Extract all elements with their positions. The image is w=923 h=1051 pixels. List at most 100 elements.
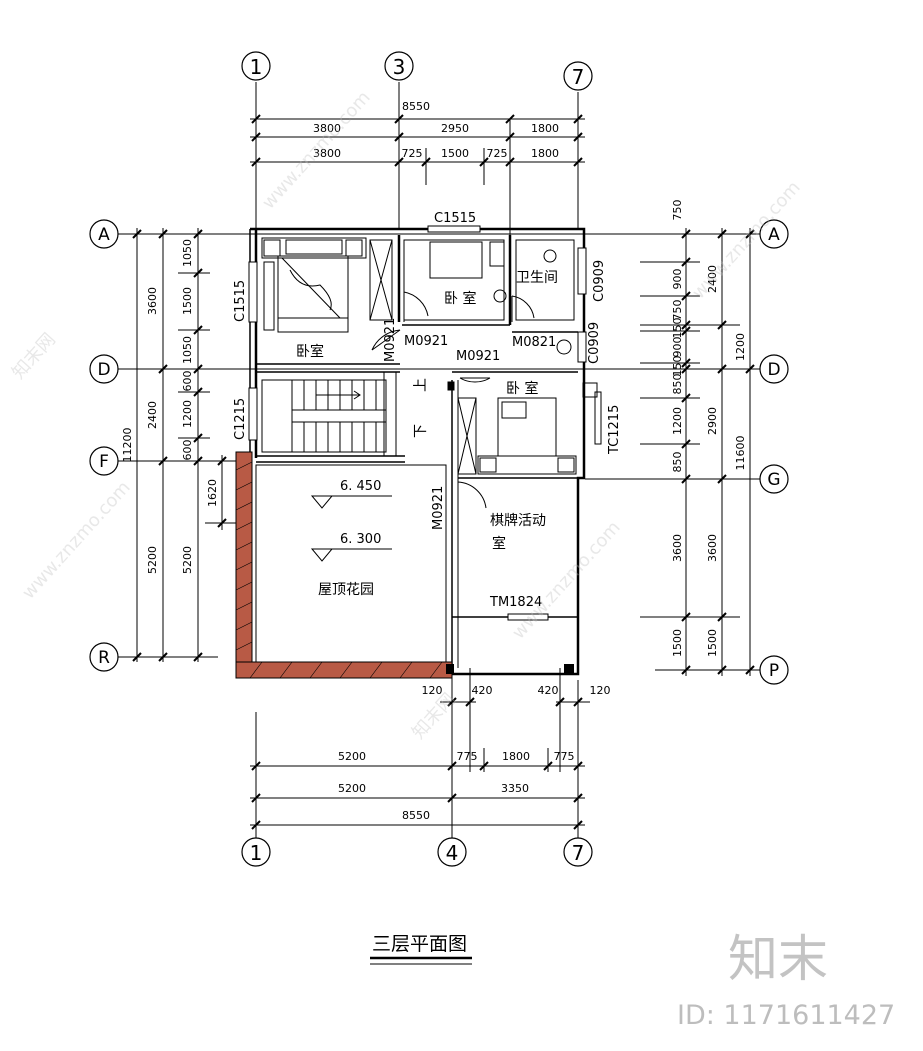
dim-left-outer: 11200 bbox=[121, 428, 134, 463]
room-bedroom-left: 卧室 bbox=[296, 343, 324, 360]
watermark-id: ID: 1171611427 bbox=[677, 1000, 895, 1031]
dim-right-mid-2: 2900 bbox=[706, 407, 719, 435]
watermark-site-2: www.znzmo.com bbox=[688, 177, 805, 303]
label-m0921-vertical-1: M0921 bbox=[383, 318, 398, 362]
axis-bubble-3-top bbox=[384, 51, 414, 81]
dim-bottom-total: 8550 bbox=[402, 809, 430, 822]
room-bathroom: 卫生间 bbox=[516, 270, 558, 286]
label-c1515-left: C1515 bbox=[233, 280, 248, 322]
label-m0921-vertical-2: M0921 bbox=[431, 486, 446, 530]
drawing-title: 三层平面图 bbox=[372, 933, 467, 955]
axis-bubble-7-top bbox=[563, 61, 593, 91]
axis-bubble-a-right bbox=[759, 219, 789, 249]
dim-right-inner-4: 900 bbox=[671, 337, 684, 358]
dim-left-inner-7: 5200 bbox=[181, 546, 194, 574]
label-c0909-a: C0909 bbox=[592, 260, 607, 302]
dim-bottom-r1-0: 5200 bbox=[338, 750, 366, 763]
dim-top-r2-0: 3800 bbox=[313, 147, 341, 160]
axis-label-bottom-4: 4 bbox=[446, 841, 459, 865]
axis-label-left-r: R bbox=[98, 648, 110, 668]
label-c0909-b: C0909 bbox=[587, 322, 602, 364]
dim-bottom-r1-1: 775 bbox=[457, 750, 478, 763]
axis-bubble-p-right bbox=[759, 655, 789, 685]
dim-bottom-r0-0: 120 bbox=[422, 684, 443, 697]
room-activity-line2: 室 bbox=[492, 535, 506, 552]
dim-left-mid-2: 5200 bbox=[146, 546, 159, 574]
axis-label-top-1: 1 bbox=[250, 55, 263, 79]
dim-top-r1-0: 3800 bbox=[313, 122, 341, 135]
axis-label-left-d: D bbox=[97, 360, 110, 380]
dim-right-mid-3: 3600 bbox=[706, 534, 719, 562]
axis-bubble-g-right bbox=[759, 464, 789, 494]
dim-right-inner-2: 750 bbox=[671, 300, 684, 321]
dim-right-inner-10: 1500 bbox=[671, 629, 684, 657]
watermark-site-3: www.znzmo.com bbox=[508, 517, 625, 643]
dim-left-inner-1: 1500 bbox=[181, 287, 194, 315]
axis-bubble-1-top bbox=[241, 51, 271, 81]
axis-bubble-a-left bbox=[89, 219, 119, 249]
dim-right-inner-8: 850 bbox=[671, 452, 684, 473]
stair-up-label: 上 bbox=[413, 378, 429, 392]
axis-label-right-g: G bbox=[767, 470, 780, 490]
dim-right-mid-1: 1200 bbox=[734, 333, 747, 361]
axis-label-right-p: P bbox=[769, 661, 779, 681]
dim-bottom-r0-3: 120 bbox=[590, 684, 611, 697]
axis-label-right-a: A bbox=[768, 225, 780, 245]
dim-right-inner-9: 3600 bbox=[671, 534, 684, 562]
dim-left-inner-3: 600 bbox=[181, 371, 194, 392]
watermark-brand-1: 知末网 bbox=[8, 329, 60, 383]
dim-bottom-r2-0: 5200 bbox=[338, 782, 366, 795]
axis-label-left-f: F bbox=[99, 452, 109, 472]
dim-right-inner-7: 1200 bbox=[671, 407, 684, 435]
dim-right-inner-0: 750 bbox=[671, 200, 684, 221]
dim-left-mid-1: 2400 bbox=[146, 401, 159, 429]
roof-parapet bbox=[235, 451, 574, 679]
label-tm1824: TM1824 bbox=[489, 595, 542, 610]
label-c1515-top: C1515 bbox=[434, 211, 476, 226]
dim-top-r1-2: 1800 bbox=[531, 122, 559, 135]
level-markers bbox=[310, 495, 392, 562]
dim-right-inner-5: 150 bbox=[671, 356, 684, 377]
dim-bottom-r1-3: 775 bbox=[554, 750, 575, 763]
room-bedroom-top: 卧 室 bbox=[444, 290, 476, 307]
axis-label-right-d: D bbox=[767, 360, 780, 380]
watermark-site-4: www.znzmo.com bbox=[18, 477, 135, 603]
stair-down-label: 下 bbox=[413, 424, 429, 438]
dim-bottom-r0-1: 420 bbox=[472, 684, 493, 697]
watermark-logo: 知末 bbox=[728, 930, 828, 988]
label-m0921-b: M0921 bbox=[456, 349, 500, 364]
label-m0921-a: M0921 bbox=[404, 334, 448, 349]
level-6-450: 6. 450 bbox=[340, 479, 381, 494]
dim-left-inner-5: 600 bbox=[181, 440, 194, 461]
dim-right-outer: 11600 bbox=[734, 436, 747, 471]
dim-top-r2-4: 1800 bbox=[531, 147, 559, 160]
axis-label-top-3: 3 bbox=[393, 55, 406, 79]
axis-bubble-d-left bbox=[89, 354, 119, 384]
dim-right-inner-1: 900 bbox=[671, 269, 684, 290]
dim-right-mid-0: 2400 bbox=[706, 265, 719, 293]
room-roof-garden: 屋顶花园 bbox=[318, 582, 374, 598]
doors bbox=[371, 291, 535, 512]
axis-bubble-f-left bbox=[89, 446, 119, 476]
axis-bubble-1-bottom bbox=[241, 837, 271, 867]
furniture bbox=[261, 237, 598, 475]
watermark-site-1: www.znzmo.com bbox=[258, 87, 375, 213]
axis-bubble-7-bottom bbox=[563, 837, 593, 867]
axis-bubble-4-bottom bbox=[437, 837, 467, 867]
dim-left-mid-0: 3600 bbox=[146, 287, 159, 315]
axis-bubble-r-left bbox=[89, 642, 119, 672]
windows bbox=[248, 225, 602, 621]
dim-bottom-r0-2: 420 bbox=[538, 684, 559, 697]
dim-top-r2-2: 1500 bbox=[441, 147, 469, 160]
dim-top-r2-1: 725 bbox=[402, 147, 423, 160]
dim-left-inner-0: 1050 bbox=[181, 239, 194, 267]
level-6-300: 6. 300 bbox=[340, 532, 381, 547]
room-activity-line1: 棋牌活动 bbox=[490, 512, 546, 529]
dim-bottom-r2-1: 3350 bbox=[501, 782, 529, 795]
dim-right-inner-6: 850 bbox=[671, 374, 684, 395]
staircase bbox=[261, 372, 397, 456]
axis-label-bottom-1: 1 bbox=[250, 841, 263, 865]
dim-left-inner-4: 1200 bbox=[181, 400, 194, 428]
axis-label-bottom-7: 7 bbox=[572, 841, 585, 865]
